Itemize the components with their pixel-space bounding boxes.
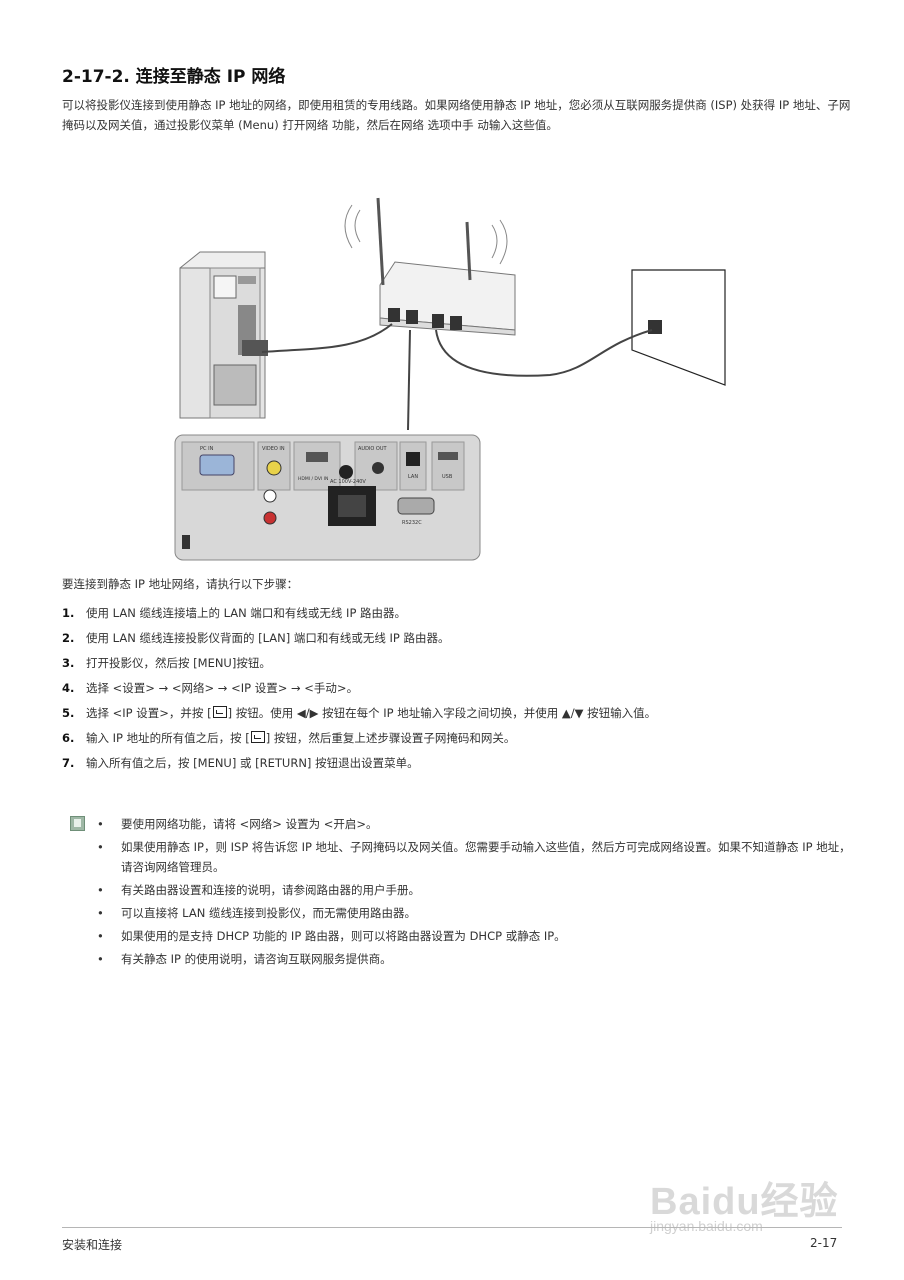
step-item: 6.输入 IP 地址的所有值之后，按 [] 按钮，然后重复上述步骤设置子网掩码和… bbox=[62, 731, 516, 745]
intro-paragraph: 可以将投影仪连接到使用静态 IP 地址的网络，即使用租赁的专用线路。如果网络使用… bbox=[62, 98, 851, 132]
step-item: 3.打开投影仪，然后按 [MENU]按钮。 bbox=[62, 656, 271, 670]
footer-divider bbox=[62, 1227, 842, 1228]
footer-chapter: 安装和连接 bbox=[62, 1238, 123, 1252]
note-item: 可以直接将 LAN 缆线连接到投影仪，而无需使用路由器。 bbox=[97, 903, 857, 923]
section-title: 2-17-2. 连接至静态 IP 网络 bbox=[62, 67, 286, 87]
label-audio-out: AUDIO OUT bbox=[358, 446, 388, 452]
wall-lan-outlet bbox=[631, 269, 726, 386]
note-icon bbox=[70, 816, 85, 831]
note-item: 如果使用静态 IP，则 ISP 将告诉您 IP 地址、子网掩码以及网关值。您需要… bbox=[97, 837, 857, 877]
label-hdmi: HDMI / DVI IN bbox=[298, 476, 328, 482]
steps-lead-text: 要连接到静态 IP 地址网络，请执行以下步骤： bbox=[62, 577, 299, 591]
step-item: 1.使用 LAN 缆线连接墙上的 LAN 端口和有线或无线 IP 路由器。 bbox=[62, 606, 407, 620]
step-item: 5.选择 <IP 设置>，并按 [] 按钮。使用 ◀/▶ 按钮在每个 IP 地址… bbox=[62, 706, 657, 720]
note-item: 要使用网络功能，请将 <网络> 设置为 <开启>。 bbox=[97, 814, 857, 834]
pc-tower bbox=[179, 251, 268, 419]
step-item: 2.使用 LAN 缆线连接投影仪背面的 [LAN] 端口和有线或无线 IP 路由… bbox=[62, 631, 450, 645]
note-item: 有关静态 IP 的使用说明，请咨询互联网服务提供商。 bbox=[97, 949, 857, 969]
label-rs232c: RS232C bbox=[402, 520, 422, 526]
notes-list: 要使用网络功能，请将 <网络> 设置为 <开启>。 如果使用静态 IP，则 IS… bbox=[97, 814, 857, 972]
baidu-watermark: Baidu经验 jingyan.baidu.com bbox=[640, 1148, 860, 1248]
enter-icon bbox=[250, 731, 265, 743]
label-lan: LAN bbox=[408, 474, 418, 480]
step-item: 4.选择 <设置> → <网络> → <IP 设置> → <手动>。 bbox=[62, 681, 359, 695]
steps-list: 1.使用 LAN 缆线连接墙上的 LAN 端口和有线或无线 IP 路由器。 2.… bbox=[62, 605, 852, 780]
watermark-url: jingyan.baidu.com bbox=[650, 1218, 763, 1234]
label-ac: AC 100V-240V bbox=[330, 479, 366, 485]
enter-icon bbox=[212, 706, 227, 718]
projector-rear-panel: PC IN VIDEO IN HDMI / DVI IN AUDIO OUT L… bbox=[174, 434, 481, 561]
label-pc-in: PC IN bbox=[200, 446, 214, 452]
note-item: 有关路由器设置和连接的说明，请参阅路由器的用户手册。 bbox=[97, 880, 857, 900]
note-item: 如果使用的是支持 DHCP 功能的 IP 路由器，则可以将路由器设置为 DHCP… bbox=[97, 926, 857, 946]
network-connection-diagram: PC IN VIDEO IN HDMI / DVI IN AUDIO OUT L… bbox=[174, 197, 726, 561]
label-video-in: VIDEO IN bbox=[262, 446, 285, 452]
router bbox=[344, 197, 516, 336]
footer-page-number: 2-17 bbox=[810, 1236, 838, 1250]
label-usb: USB bbox=[442, 474, 453, 480]
watermark-logo: Baidu经验 bbox=[650, 1181, 839, 1223]
step-item: 7.输入所有值之后，按 [MENU] 或 [RETURN] 按钮退出设置菜单。 bbox=[62, 756, 419, 770]
